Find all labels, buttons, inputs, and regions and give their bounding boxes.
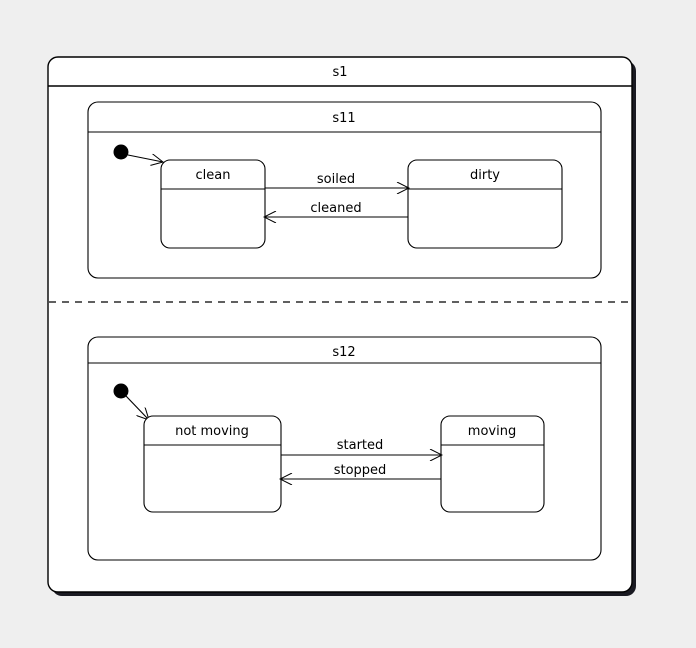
- initial-pseudostate-s11[interactable]: [113, 144, 129, 160]
- state-moving-body[interactable]: [440, 415, 545, 513]
- region-s11-title: s11: [332, 111, 355, 126]
- transition-stopped-label: stopped: [334, 463, 387, 478]
- region-s12-title: s12: [332, 345, 355, 360]
- state-not-moving-label: not moving: [175, 424, 249, 439]
- transition-cleaned[interactable]: cleaned: [264, 201, 408, 217]
- transition-soiled-label: soiled: [317, 172, 355, 187]
- transition-soiled[interactable]: soiled: [265, 172, 409, 188]
- state-not-moving[interactable]: not moving: [143, 415, 282, 513]
- state-clean[interactable]: clean: [160, 159, 266, 249]
- region-s11[interactable]: s11 clean dirty soiled: [87, 101, 602, 279]
- initial-transition-s11: [127, 155, 163, 162]
- state-dirty[interactable]: dirty: [407, 159, 563, 249]
- region-s12[interactable]: s12 not moving moving started: [87, 336, 602, 561]
- state-not-moving-body[interactable]: [143, 415, 282, 513]
- state-moving[interactable]: moving: [440, 415, 545, 513]
- transition-cleaned-label: cleaned: [310, 201, 361, 216]
- composite-state-s1-title: s1: [332, 65, 347, 80]
- state-dirty-body[interactable]: [407, 159, 563, 249]
- transition-started[interactable]: started: [281, 438, 442, 455]
- initial-pseudostate-s12[interactable]: [113, 383, 129, 399]
- state-clean-body[interactable]: [160, 159, 266, 249]
- state-dirty-label: dirty: [470, 168, 500, 183]
- transition-started-label: started: [337, 438, 384, 453]
- initial-transition-s12: [125, 395, 149, 420]
- state-clean-label: clean: [196, 168, 231, 183]
- transition-stopped[interactable]: stopped: [280, 463, 441, 479]
- state-moving-label: moving: [468, 424, 516, 439]
